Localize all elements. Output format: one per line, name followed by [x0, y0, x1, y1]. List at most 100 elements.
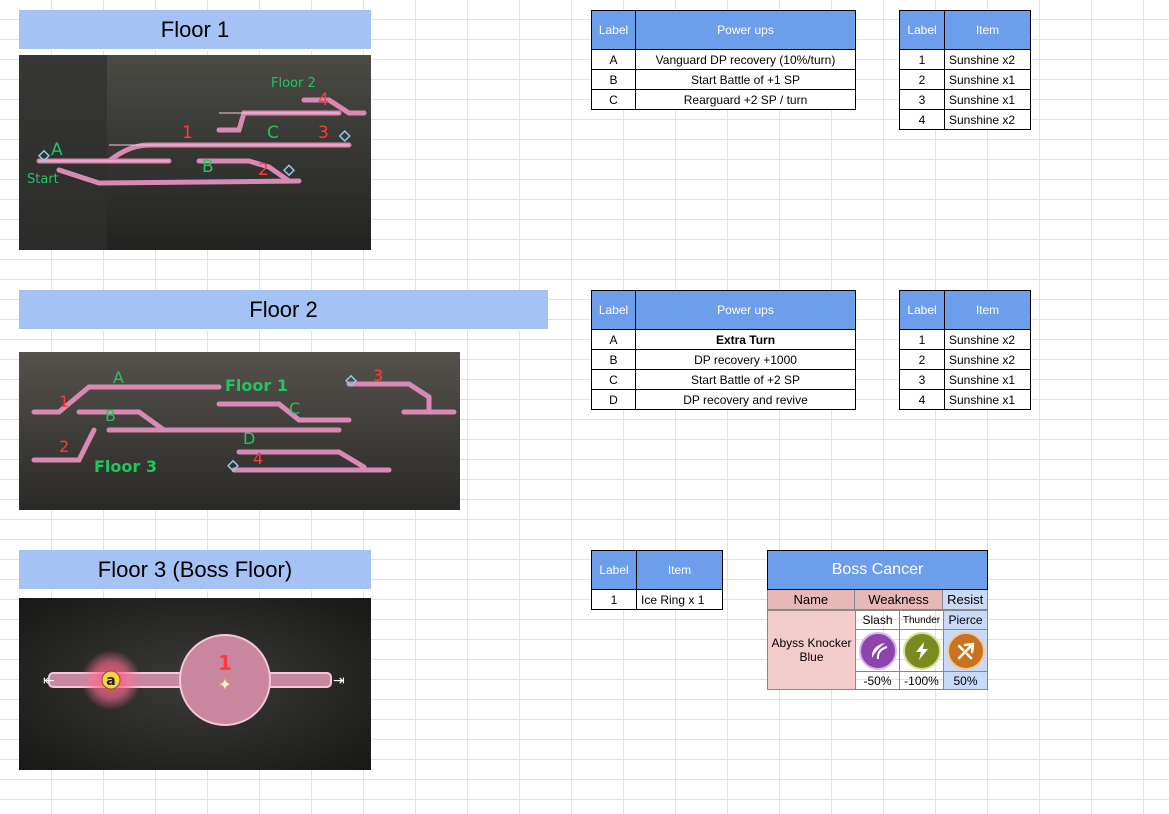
- floor2-title: Floor 2: [19, 290, 548, 331]
- cell-powerup[interactable]: DP recovery and revive: [635, 389, 856, 410]
- pierce-icon-cell: [943, 629, 988, 672]
- cell-label[interactable]: 4: [899, 389, 945, 410]
- cell-powerup[interactable]: Start Battle of +1 SP: [635, 69, 856, 90]
- floor1-label-1: 1: [182, 123, 193, 143]
- cell-item[interactable]: Sunshine x1: [944, 389, 1031, 410]
- sparkle-icon: ✦: [218, 675, 231, 694]
- cell-item[interactable]: Sunshine x1: [944, 69, 1031, 90]
- cell-label[interactable]: 3: [899, 89, 945, 110]
- cell-label[interactable]: 3: [899, 369, 945, 390]
- floor1-start-label: Start: [27, 172, 59, 187]
- cell-label[interactable]: D: [591, 389, 636, 410]
- pierce-icon: [946, 631, 985, 670]
- cell-item[interactable]: Sunshine x1: [944, 89, 1031, 110]
- slash-icon-cell: [855, 629, 900, 672]
- slash-icon: [858, 631, 897, 670]
- boss-name: Abyss Knocker Blue: [771, 636, 852, 664]
- cell-item[interactable]: Sunshine x2: [944, 329, 1031, 350]
- col-label: Label: [899, 10, 945, 50]
- floor1-title: Floor 1: [19, 10, 371, 51]
- floor2-map: A B C D 1 2 3 4 Floor 1 Floor 3: [19, 352, 460, 510]
- boss-resist-header: Resist: [942, 589, 988, 610]
- floor2-label-d: D: [243, 429, 255, 448]
- cell-label[interactable]: B: [591, 349, 636, 370]
- floor1-chest-icon: [37, 149, 51, 162]
- floor1-title-text: Floor 1: [160, 16, 230, 42]
- floor2-label-c: C: [289, 399, 300, 418]
- floor1-chest-icon-3: [338, 129, 351, 143]
- floor2-chest-icon: [344, 374, 358, 387]
- floor1-floor2-label: Floor 2: [271, 76, 316, 91]
- cell-label[interactable]: 1: [591, 589, 637, 610]
- floor2-label-4: 4: [253, 449, 263, 468]
- cell-label[interactable]: 2: [899, 349, 945, 370]
- col-item: Item: [944, 10, 1031, 50]
- boss-table: Boss Cancer Name Weakness Resist: [767, 550, 988, 610]
- floor1-label-b: B: [202, 157, 214, 177]
- col-label: Label: [591, 550, 637, 590]
- cell-label[interactable]: A: [591, 329, 636, 350]
- cell-item[interactable]: Sunshine x1: [944, 369, 1031, 390]
- cell-label[interactable]: 1: [899, 329, 945, 350]
- thunder-icon-cell: [899, 629, 944, 672]
- floor1-label-3: 3: [318, 123, 329, 143]
- floor1-map: A B C 1 2 3 4 Start Floor 2: [19, 55, 371, 250]
- floor3-label-a: a: [106, 673, 115, 689]
- boss-detail: Abyss Knocker Blue Slash Thunder Pierce …: [767, 610, 988, 690]
- cell-label[interactable]: B: [591, 69, 636, 90]
- col-powerups: Power ups: [635, 10, 856, 50]
- floor2-chest-icon-2: [226, 459, 240, 472]
- floor1-label-a: A: [51, 140, 63, 160]
- type-slash: Slash: [855, 610, 900, 630]
- col-label: Label: [899, 290, 945, 330]
- weakness-header-text: Weakness: [868, 592, 929, 607]
- cell-item[interactable]: Sunshine x2: [944, 349, 1031, 370]
- floor1-label-c: C: [267, 123, 279, 143]
- boss-title: Boss Cancer: [767, 550, 988, 590]
- col-item: Item: [636, 550, 723, 590]
- cell-powerup[interactable]: Start Battle of +2 SP: [635, 369, 856, 390]
- cell-label[interactable]: 2: [899, 69, 945, 90]
- floor2-label-3: 3: [373, 366, 383, 385]
- type-thunder: Thunder: [899, 610, 944, 630]
- floor2-label-1: 1: [59, 392, 69, 411]
- floor3-map: a 1 ✦ ⇤ ⇥: [19, 598, 371, 770]
- cell-item[interactable]: Ice Ring x 1: [636, 589, 723, 610]
- exit-left-icon: ⇤: [43, 673, 55, 689]
- cell-label[interactable]: A: [591, 49, 636, 70]
- cell-label[interactable]: 4: [899, 109, 945, 130]
- cell-powerup[interactable]: DP recovery +1000: [635, 349, 856, 370]
- table-row: A Vanguard DP recovery (10%/turn): [591, 49, 856, 70]
- exit-right-icon: ⇥: [333, 673, 345, 689]
- cell-label[interactable]: 1: [899, 49, 945, 70]
- floor1-label-2: 2: [258, 160, 269, 180]
- col-label: Label: [591, 10, 636, 50]
- cell-powerup[interactable]: Rearguard +2 SP / turn: [635, 89, 856, 110]
- thunder-percent: -100%: [899, 671, 944, 690]
- cell-item[interactable]: Sunshine x2: [944, 109, 1031, 130]
- cell-powerup[interactable]: Extra Turn: [635, 329, 856, 350]
- cell-label[interactable]: C: [591, 369, 636, 390]
- pierce-percent: 50%: [943, 671, 988, 690]
- floor3-title-text: Floor 3 (Boss Floor): [97, 556, 293, 582]
- cell-label[interactable]: C: [591, 89, 636, 110]
- col-label: Label: [591, 290, 636, 330]
- floor2-floor1-label: Floor 1: [225, 376, 288, 395]
- slash-percent: -50%: [855, 671, 900, 690]
- floor2-label-2: 2: [59, 437, 69, 456]
- cell-powerup[interactable]: Vanguard DP recovery (10%/turn): [635, 49, 856, 70]
- cell-item[interactable]: Sunshine x2: [944, 49, 1031, 70]
- floor3-title: Floor 3 (Boss Floor): [19, 550, 371, 591]
- type-pierce: Pierce: [943, 610, 988, 630]
- boss-weakness-header: Weakness: [853, 589, 944, 610]
